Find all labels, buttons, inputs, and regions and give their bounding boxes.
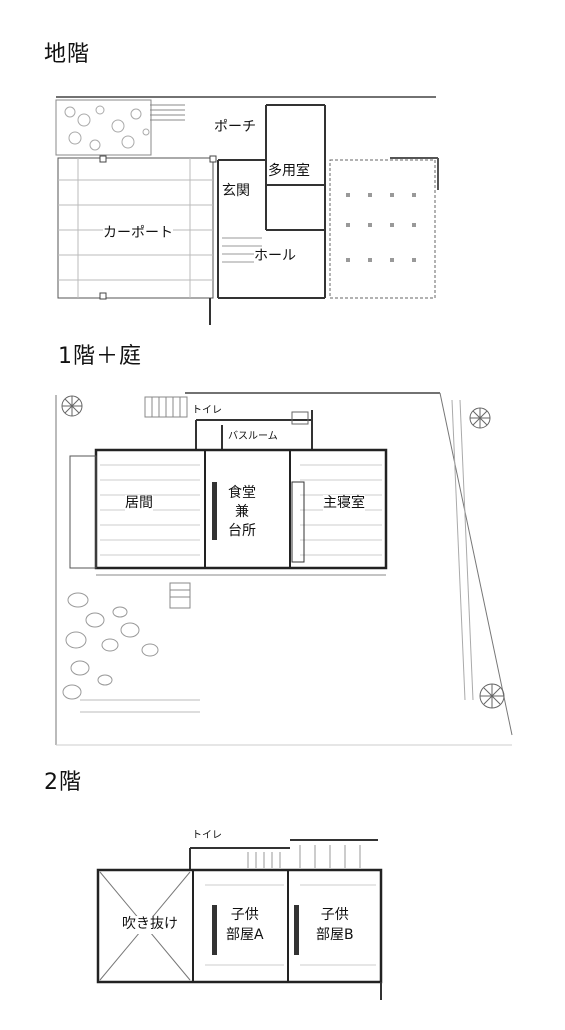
room-child-a-line1: 子供 bbox=[230, 907, 259, 923]
room-child-b-line1: 子供 bbox=[320, 907, 349, 923]
basement-floor-title: 地階 bbox=[44, 42, 91, 67]
room-living: 居間 bbox=[125, 495, 153, 513]
room-dining-line1: 食堂 bbox=[228, 485, 256, 501]
room-toilet-second-floor: トイレ bbox=[192, 830, 222, 843]
room-dining-kitchen: 食堂 兼 台所 bbox=[228, 484, 256, 541]
room-void: 吹き抜け bbox=[122, 916, 178, 934]
room-entrance: 玄関 bbox=[222, 183, 250, 201]
room-bathroom: バスルーム bbox=[228, 431, 278, 444]
room-hall: ホール bbox=[254, 248, 296, 266]
room-master-bedroom: 主寝室 bbox=[323, 495, 365, 513]
room-child-b: 子供 部屋B bbox=[316, 906, 354, 946]
room-child-b-line2: 部屋B bbox=[316, 926, 354, 943]
room-child-a-line2: 部屋A bbox=[226, 926, 264, 943]
first-floor-title: 1階＋庭 bbox=[58, 344, 142, 369]
room-utility: 多用室 bbox=[268, 163, 310, 181]
room-carport: カーポート bbox=[103, 225, 173, 243]
room-dining-line3: 台所 bbox=[228, 522, 256, 539]
room-toilet-first-floor: トイレ bbox=[192, 405, 222, 418]
room-dining-line2: 兼 bbox=[235, 503, 249, 520]
second-floor-title: 2階 bbox=[44, 770, 82, 795]
room-child-a: 子供 部屋A bbox=[226, 906, 264, 946]
room-porch: ポーチ bbox=[214, 119, 256, 137]
